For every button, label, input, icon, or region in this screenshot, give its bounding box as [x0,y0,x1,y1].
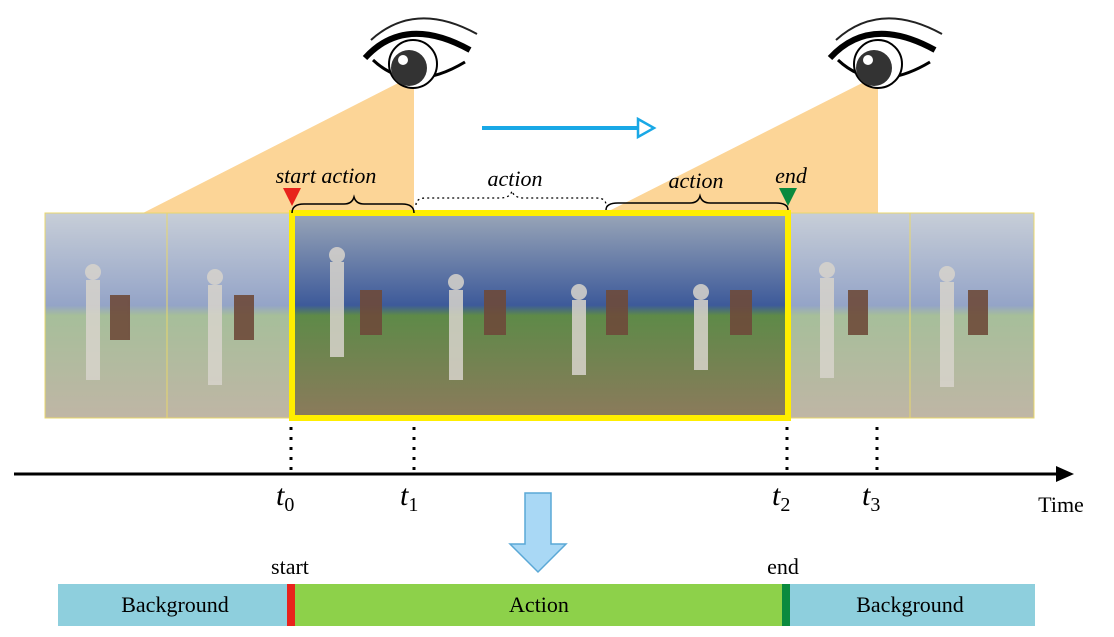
segment-end-marker [782,584,790,626]
video-frame [416,213,540,418]
label-action-dotted: action [488,166,543,191]
video-frame [664,213,788,418]
brace-start-action [291,194,415,214]
segment-label-action: Action [509,592,569,617]
motion-arrow-icon [482,116,657,140]
eye-icon-left [362,17,478,89]
brace-action-dotted [415,188,607,206]
brace-action [605,193,789,211]
time-axis-label: Time [1038,492,1084,517]
segment-background-left [58,584,287,626]
label-end: end [775,163,808,188]
eye-icon-right [827,17,943,89]
tick-label: t2 [772,479,790,516]
video-frame [166,212,292,419]
segment-background-right [790,584,1035,626]
video-frame [292,213,416,418]
video-frame [44,212,168,419]
tick-label: t3 [862,479,880,516]
end-marker-icon [779,188,797,206]
bar-end-label: end [767,554,799,579]
label-start-action: start action [276,163,377,188]
time-axis-arrowhead-icon [1056,466,1074,482]
video-frame [540,213,664,418]
tick-label: t1 [400,479,418,516]
attention-cone-left [143,75,414,213]
segment-action [295,584,782,626]
tick-label: t0 [276,479,294,516]
start-marker-icon [283,188,301,206]
svg-text:t1: t1 [400,479,418,516]
down-arrow-icon [508,492,568,574]
svg-text:t2: t2 [772,479,790,516]
bar-start-label: start [271,554,309,579]
action-highlight-box [289,210,791,421]
tick-guides [289,427,879,472]
segment-start-marker [287,584,295,626]
video-frames [44,212,1035,419]
svg-text:t3: t3 [862,479,880,516]
attention-cone-right [605,75,878,213]
svg-text:t0: t0 [276,479,294,516]
segment-label-background-left: Background [121,592,229,617]
segment-label-background-right: Background [856,592,964,617]
label-action: action [669,168,724,193]
